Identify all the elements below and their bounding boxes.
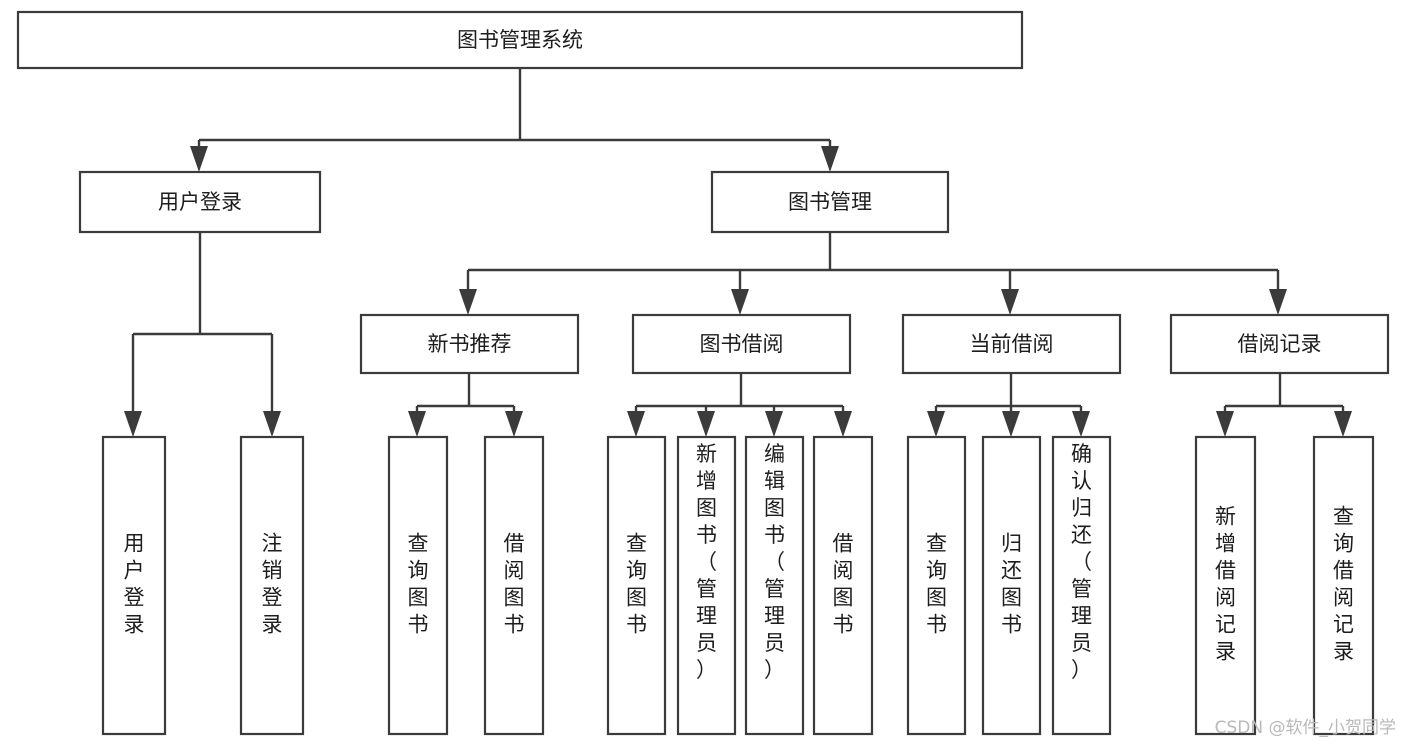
node-box [1051, 435, 1112, 736]
node-leaf-borrow-book[interactable] [812, 435, 874, 736]
node-label: 查询借阅记录 [1333, 505, 1354, 664]
node-box [239, 435, 305, 736]
node-box [78, 170, 322, 234]
node-leaf-query-book-rec[interactable] [387, 435, 449, 736]
node-leaf-add-book[interactable] [676, 435, 737, 736]
node-label: 新增图书（管理员） [696, 442, 717, 682]
node-label: 用户登录 [158, 190, 242, 214]
node-label: 图书借阅 [700, 332, 784, 356]
node-box [606, 435, 667, 736]
node-label: 新增借阅记录 [1215, 505, 1236, 664]
node-label: 查询图书 [408, 532, 429, 637]
node-box [812, 435, 874, 736]
node-leaf-query-book-current[interactable] [906, 435, 967, 736]
node-book-manage[interactable] [710, 170, 950, 234]
node-box [710, 170, 950, 234]
connector-borrow-record-to-leaves [1216, 373, 1352, 437]
node-box [1194, 435, 1257, 736]
node-box [1169, 313, 1390, 375]
node-label: 新书推荐 [428, 332, 512, 356]
node-label: 借阅记录 [1238, 332, 1322, 356]
node-leaf-user-login[interactable] [101, 435, 167, 736]
node-box [359, 313, 580, 375]
node-box [744, 435, 805, 736]
node-user-login[interactable] [78, 170, 322, 234]
node-box [901, 313, 1122, 375]
node-root-图书管理系统[interactable] [16, 10, 1024, 70]
node-label: 归还图书 [1001, 532, 1022, 637]
node-box [16, 10, 1024, 70]
node-current-borrow[interactable] [901, 313, 1122, 375]
node-leaf-edit-book[interactable] [744, 435, 805, 736]
node-label: 用户登录 [124, 532, 145, 637]
node-box [101, 435, 167, 736]
connector-book-manage-to-level3 [459, 232, 1287, 315]
node-box [676, 435, 737, 736]
node-leaf-user-logout[interactable] [239, 435, 305, 736]
node-borrow-record[interactable] [1169, 313, 1390, 375]
node-label: 当前借阅 [970, 332, 1054, 356]
connector-user-login-to-leaves [124, 232, 281, 437]
node-new-book-recommend[interactable] [359, 313, 580, 375]
node-book-borrow[interactable] [631, 313, 852, 375]
node-label: 查询图书 [926, 532, 947, 637]
node-box [483, 435, 545, 736]
connector-root-to-level2 [190, 68, 839, 172]
node-label: 确认归还（管理员） [1071, 442, 1092, 682]
node-box [981, 435, 1042, 736]
csdn-watermark: CSDN @软件_小贺同学 [1215, 718, 1396, 738]
node-label: 借阅图书 [833, 532, 854, 637]
node-box [1312, 435, 1375, 736]
node-label: 图书管理系统 [457, 28, 583, 52]
node-label: 借阅图书 [504, 532, 525, 637]
node-label: 注销登录 [262, 532, 283, 637]
node-leaf-query-record[interactable] [1312, 435, 1375, 736]
node-label: 查询图书 [626, 532, 647, 637]
node-leaf-confirm-return[interactable] [1051, 435, 1112, 736]
node-label: 图书管理 [788, 190, 872, 214]
node-leaf-query-book-borrow[interactable] [606, 435, 667, 736]
node-label: 编辑图书（管理员） [764, 442, 785, 682]
node-leaf-add-record[interactable] [1194, 435, 1257, 736]
connector-book-borrow-to-leaves [627, 373, 852, 437]
node-box [906, 435, 967, 736]
node-box [387, 435, 449, 736]
connector-new-book-to-leaves [408, 373, 523, 437]
connector-current-borrow-to-leaves [927, 373, 1090, 437]
node-leaf-return-book[interactable] [981, 435, 1042, 736]
connectors-layer [124, 68, 1352, 437]
nodes-layer: 图书管理系统用户登录图书管理新书推荐图书借阅当前借阅借阅记录用户登录注销登录查询… [16, 10, 1390, 736]
node-leaf-borrow-book-rec[interactable] [483, 435, 545, 736]
node-box [631, 313, 852, 375]
